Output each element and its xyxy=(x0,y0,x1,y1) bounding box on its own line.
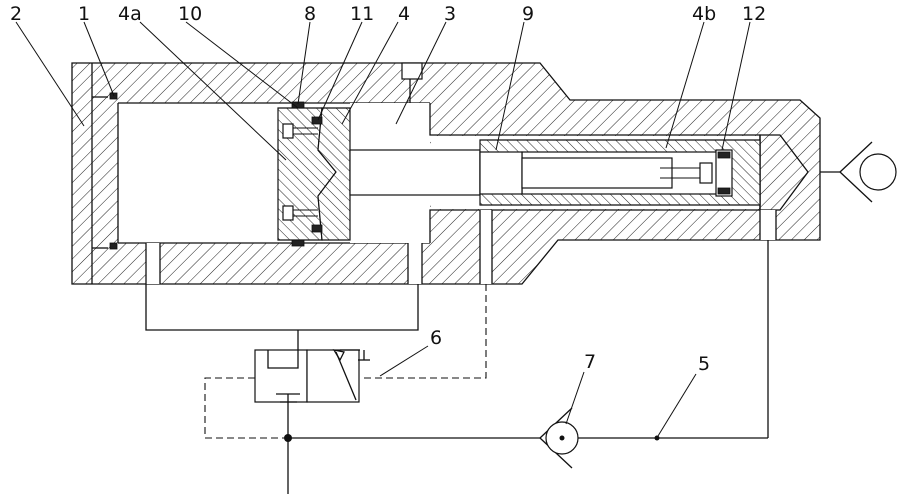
part-labels: 2 1 4a 10 8 11 4 3 9 4b 12 6 7 5 xyxy=(10,3,766,375)
line-5-node xyxy=(654,435,660,441)
label-9: 9 xyxy=(522,3,534,25)
bottom-port-right xyxy=(760,210,776,240)
leader-lines xyxy=(15,21,751,437)
bottom-port-mid xyxy=(408,243,422,284)
label-4a: 4a xyxy=(118,3,142,25)
piston-assembly xyxy=(277,101,351,247)
cap-screw-bottom xyxy=(92,242,118,250)
directional-valve-6 xyxy=(254,349,370,403)
piston-rod xyxy=(349,139,761,206)
plunger-4b xyxy=(521,157,673,189)
label-10: 10 xyxy=(178,3,202,25)
plunger-bolt xyxy=(660,162,713,184)
end-plug-12 xyxy=(715,149,733,197)
bottom-port-rod xyxy=(480,210,492,284)
label-1: 1 xyxy=(78,3,90,25)
check-valve-7 xyxy=(539,407,579,469)
outlet-check-valve xyxy=(820,141,897,203)
hydraulic-circuit xyxy=(145,141,897,494)
piston-4 xyxy=(317,107,351,241)
label-7: 7 xyxy=(584,351,596,373)
label-5: 5 xyxy=(698,353,710,375)
piston-bolt-top xyxy=(282,123,318,139)
label-4b: 4b xyxy=(692,3,716,25)
bottom-port-left xyxy=(146,243,160,284)
label-12: 12 xyxy=(742,3,766,25)
label-3: 3 xyxy=(444,3,456,25)
label-8: 8 xyxy=(304,3,316,25)
label-6: 6 xyxy=(430,327,442,349)
label-2: 2 xyxy=(10,3,22,25)
seal-11-top xyxy=(311,116,323,125)
seal-8-bottom xyxy=(291,239,305,247)
seal-11-bottom xyxy=(311,224,323,233)
label-11: 11 xyxy=(350,3,374,25)
piston-bolt-bottom xyxy=(282,205,318,221)
rod-end-socket xyxy=(479,151,523,195)
label-4: 4 xyxy=(398,3,410,25)
